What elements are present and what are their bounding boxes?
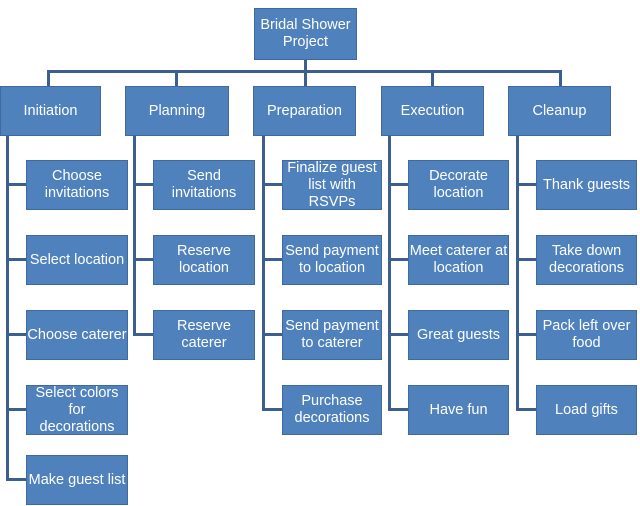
- task-box: Reserve location: [153, 235, 255, 285]
- connector-planning-tick-3: [133, 333, 153, 336]
- phase-label: Preparation: [267, 102, 342, 119]
- root-node: Bridal Shower Project: [254, 8, 357, 60]
- phase-label: Execution: [400, 102, 465, 119]
- task-label: Pack left over food: [542, 318, 631, 351]
- task-label: Reserve caterer: [177, 318, 231, 351]
- connector-execution-vertical: [388, 136, 391, 411]
- root-node-label: Bridal Shower Project: [260, 17, 351, 50]
- task-box: Pack left over food: [536, 310, 637, 360]
- connector-preparation-tick-4: [262, 408, 282, 411]
- connector-phase-5-down: [559, 70, 562, 86]
- connector-initiation-tick-3: [6, 333, 26, 336]
- task-label: Great guests: [416, 326, 500, 343]
- task-box: Send payment to location: [282, 235, 382, 285]
- connector-preparation-vertical: [262, 136, 265, 411]
- connector-planning-tick-2: [133, 258, 153, 261]
- task-label: Thank guests: [542, 176, 631, 193]
- phase-execution: Execution: [381, 86, 484, 136]
- task-label: Meet caterer at location: [409, 243, 508, 276]
- connector-execution-tick-1: [388, 183, 408, 186]
- connector-preparation-tick-3: [262, 333, 282, 336]
- task-box: Finalize guest list with RSVPs: [282, 160, 382, 210]
- task-box: Purchase decorations: [282, 385, 382, 435]
- task-box: Great guests: [408, 310, 509, 360]
- task-label: Reserve location: [177, 243, 231, 276]
- task-label: Have fun: [429, 401, 488, 418]
- connector-root-down: [304, 60, 307, 72]
- task-label: Send invitations: [171, 168, 237, 201]
- task-label: Purchase decorations: [294, 393, 370, 426]
- task-box: Reserve caterer: [153, 310, 255, 360]
- phase-initiation: Initiation: [0, 86, 101, 136]
- task-label: Take down decorations: [549, 243, 624, 276]
- connector-execution-tick-2: [388, 258, 408, 261]
- task-label: Finalize guest list with RSVPs: [287, 160, 377, 210]
- phase-label: Planning: [148, 102, 206, 119]
- task-label: Decorate location: [429, 168, 488, 201]
- task-box: Have fun: [408, 385, 509, 435]
- connector-phase-1-down: [47, 70, 50, 86]
- connector-initiation-tick-1: [6, 183, 26, 186]
- task-box: Load gifts: [536, 385, 637, 435]
- connector-preparation-tick-1: [262, 183, 282, 186]
- connector-initiation-tick-5: [6, 478, 26, 481]
- task-label: Choose invitations: [44, 168, 110, 201]
- task-box: Take down decorations: [536, 235, 637, 285]
- phase-label: Initiation: [23, 102, 78, 119]
- connector-phase-2-down: [175, 70, 178, 86]
- task-label: Send payment to location: [285, 243, 379, 276]
- task-label: Make guest list: [28, 471, 126, 488]
- connector-cleanup-tick-1: [516, 183, 536, 186]
- connector-execution-tick-4: [388, 408, 408, 411]
- connector-phase-3-down: [304, 70, 307, 86]
- task-label: Select colors for decorations: [35, 385, 119, 435]
- connector-preparation-tick-2: [262, 258, 282, 261]
- connector-cleanup-vertical: [516, 136, 519, 411]
- connector-execution-tick-3: [388, 333, 408, 336]
- connector-initiation-tick-4: [6, 408, 26, 411]
- task-box: Select location: [26, 235, 128, 285]
- phase-label: Cleanup: [532, 102, 587, 119]
- connector-cleanup-tick-3: [516, 333, 536, 336]
- task-box: Make guest list: [26, 455, 128, 505]
- task-box: Send invitations: [153, 160, 255, 210]
- phase-planning: Planning: [125, 86, 229, 136]
- task-label: Send payment to caterer: [285, 318, 379, 351]
- task-label: Load gifts: [555, 401, 618, 418]
- task-box: Meet caterer at location: [408, 235, 509, 285]
- task-box: Choose invitations: [26, 160, 128, 210]
- connector-initiation-vertical: [6, 136, 9, 481]
- task-label: Select location: [29, 251, 125, 268]
- task-box: Decorate location: [408, 160, 509, 210]
- phase-preparation: Preparation: [253, 86, 356, 136]
- connector-cleanup-tick-2: [516, 258, 536, 261]
- connector-planning-vertical: [133, 136, 136, 336]
- connector-planning-tick-1: [133, 183, 153, 186]
- task-box: Select colors for decorations: [26, 385, 128, 435]
- task-label: Choose caterer: [27, 326, 127, 343]
- connector-cleanup-tick-4: [516, 408, 536, 411]
- task-box: Thank guests: [536, 160, 637, 210]
- task-box: Send payment to caterer: [282, 310, 382, 360]
- connector-phase-4-down: [431, 70, 434, 86]
- connector-initiation-tick-2: [6, 258, 26, 261]
- task-box: Choose caterer: [26, 310, 128, 360]
- phase-cleanup: Cleanup: [508, 86, 611, 136]
